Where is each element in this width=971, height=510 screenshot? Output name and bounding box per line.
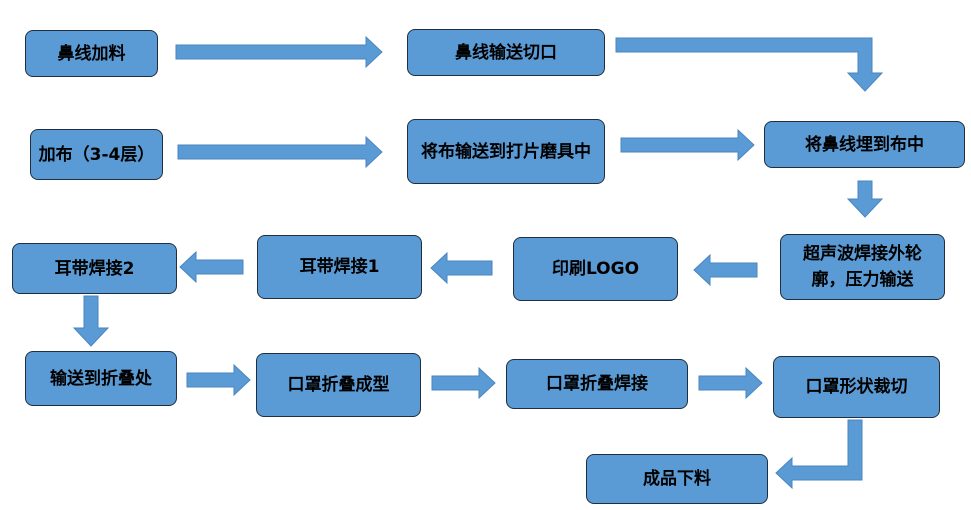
node-mask-fold-weld-label: 口罩折叠焊接 bbox=[546, 374, 648, 394]
arrow-fold-weld-to-shape-cut bbox=[698, 366, 763, 400]
arrow-logo-to-ear-loop-1 bbox=[430, 251, 493, 285]
arrow-fabric-feed-to-die bbox=[177, 135, 383, 169]
node-ear-loop-weld-2: 耳带焊接2 bbox=[12, 243, 177, 294]
node-ultrasonic-weld: 超声波焊接外轮廓，压力输送 bbox=[780, 234, 945, 300]
node-nose-wire-transport-cut: 鼻线输送切口 bbox=[407, 29, 605, 76]
node-nose-wire-feed: 鼻线加料 bbox=[25, 30, 158, 77]
node-mask-shape-cut: 口罩形状裁切 bbox=[773, 356, 940, 418]
node-nose-wire-transport-cut-label: 鼻线输送切口 bbox=[455, 42, 557, 63]
arrow-fold-form-to-fold-weld bbox=[431, 366, 496, 400]
node-mask-shape-cut-label: 口罩形状裁切 bbox=[805, 377, 908, 397]
node-ultrasonic-weld-label: 超声波焊接外轮廓，压力输送 bbox=[803, 244, 922, 290]
arrow-embed-to-ultrasonic bbox=[846, 180, 884, 218]
node-embed-nose-wire-label: 将鼻线埋到布中 bbox=[805, 134, 924, 155]
arrow-nose-feed-to-transport bbox=[175, 35, 383, 69]
node-mask-fold-form: 口罩折叠成型 bbox=[256, 353, 421, 417]
arrow-ear-loop-1-to-ear-loop-2 bbox=[179, 250, 244, 284]
node-mask-fold-form-label: 口罩折叠成型 bbox=[287, 375, 390, 395]
arrow-transport-to-embed bbox=[615, 37, 884, 92]
arrow-folding-to-fold-form bbox=[186, 363, 251, 397]
node-fabric-to-die: 将布输送到打片磨具中 bbox=[407, 119, 605, 184]
node-product-unload-label: 成品下料 bbox=[643, 469, 711, 489]
node-fabric-to-die-label: 将布输送到打片磨具中 bbox=[421, 141, 591, 162]
node-fabric-feed: 加布（3-4层） bbox=[30, 129, 163, 180]
node-ear-loop-weld-2-label: 耳带焊接2 bbox=[54, 258, 135, 279]
node-mask-fold-weld: 口罩折叠焊接 bbox=[506, 359, 688, 409]
node-fabric-feed-label: 加布（3-4层） bbox=[38, 144, 155, 165]
node-embed-nose-wire: 将鼻线埋到布中 bbox=[764, 121, 965, 168]
node-product-unload: 成品下料 bbox=[586, 454, 768, 504]
arrow-shape-cut-to-unload bbox=[775, 419, 863, 490]
node-nose-wire-feed-label: 鼻线加料 bbox=[57, 43, 126, 64]
node-print-logo-label: 印刷LOGO bbox=[551, 259, 640, 279]
node-print-logo: 印刷LOGO bbox=[513, 237, 678, 301]
arrow-ultrasonic-to-logo bbox=[693, 253, 758, 287]
node-ear-loop-weld-1: 耳带焊接1 bbox=[257, 235, 422, 299]
arrow-ear-loop-2-to-folding bbox=[72, 295, 110, 347]
node-ear-loop-weld-1-label: 耳带焊接1 bbox=[299, 257, 380, 277]
node-to-folding: 输送到折叠处 bbox=[25, 351, 177, 406]
node-to-folding-label: 输送到折叠处 bbox=[50, 368, 152, 389]
arrow-die-to-embed bbox=[620, 128, 755, 162]
